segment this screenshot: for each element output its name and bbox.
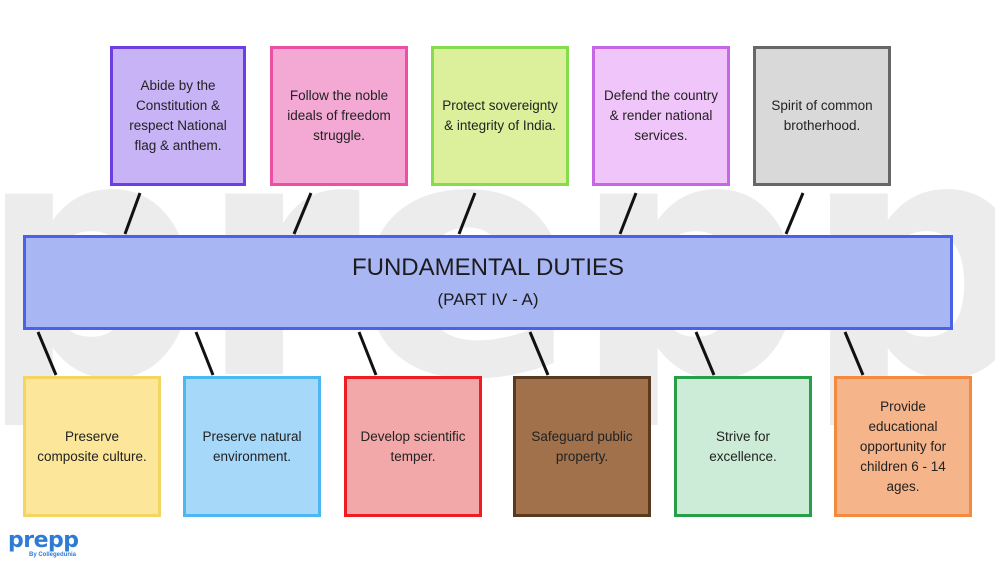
duty-box-bottom-5: Strive for excellence.	[674, 376, 812, 517]
logo-tagline: By Collegedunia	[29, 552, 77, 558]
prepp-logo: prepp By Collegedunia	[8, 530, 79, 559]
duty-box-bottom-1: Preserve composite culture.	[23, 376, 161, 517]
connector-bottom-4	[528, 331, 550, 376]
connector-bottom-3	[357, 331, 378, 376]
duty-box-bottom-6: Provide educational opportunity for chil…	[834, 376, 972, 517]
diagram-title: FUNDAMENTAL DUTIES	[351, 253, 624, 281]
connector-top-2	[292, 192, 313, 235]
duty-box-top-2: Follow the noble ideals of freedom strug…	[270, 46, 408, 186]
connector-top-3	[457, 192, 477, 235]
logo-name: prepp	[8, 528, 79, 553]
duty-box-top-1: Abide by the Constitution & respect Nati…	[110, 46, 246, 186]
connector-top-5	[784, 192, 805, 235]
duty-box-bottom-4: Safeguard public property.	[513, 376, 651, 517]
connector-top-4	[618, 192, 638, 235]
duty-box-top-4: Defend the country & render national ser…	[592, 46, 730, 186]
connector-top-1	[123, 192, 142, 235]
duty-box-bottom-3: Develop scientific temper.	[344, 376, 482, 517]
duty-box-top-5: Spirit of common brotherhood.	[753, 46, 891, 186]
connector-bottom-6	[843, 331, 865, 376]
fundamental-duties-bar: FUNDAMENTAL DUTIES (PART IV - A)	[23, 235, 953, 330]
connector-bottom-2	[194, 331, 215, 376]
diagram-subtitle: (PART IV - A)	[437, 289, 539, 309]
connector-bottom-5	[694, 331, 716, 376]
connector-bottom-1	[36, 331, 58, 376]
duty-box-bottom-2: Preserve natural environment.	[183, 376, 321, 517]
duty-box-top-3: Protect sovereignty & integrity of India…	[431, 46, 569, 186]
